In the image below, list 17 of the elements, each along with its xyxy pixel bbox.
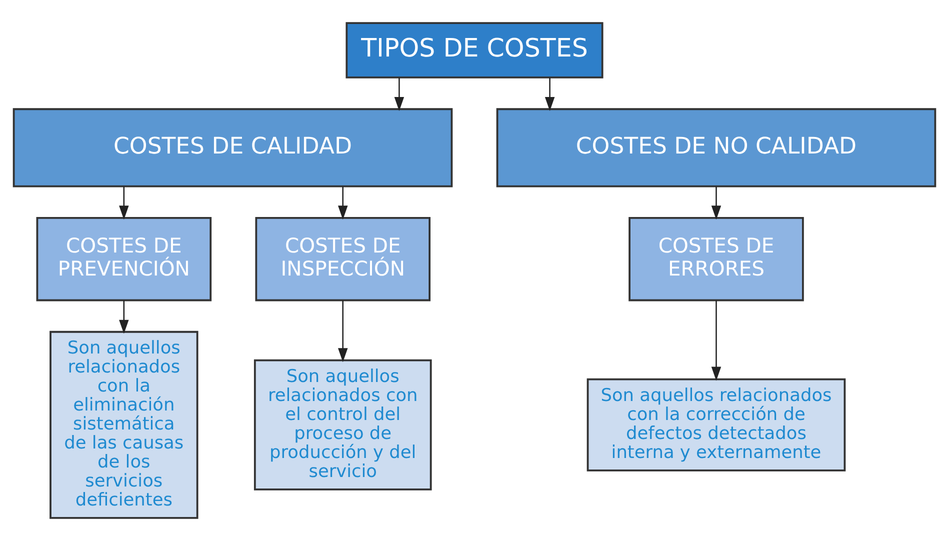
- arrow: [338, 186, 348, 220]
- arrow: [711, 186, 722, 220]
- node-box: Son aquellos relacionados con la eliminación sistemática de las causas de los servicios deficientes: [50, 330, 198, 519]
- node-box: TIPOS DE COSTES: [346, 22, 604, 78]
- arrow: [119, 300, 129, 334]
- node-box: COSTES DE INSPECCIÓN: [255, 217, 431, 302]
- node-box: COSTES DE PREVENCIÓN: [36, 217, 212, 302]
- node-box: Son aquellos relacionados con el control del proceso de producción y del servicio: [254, 359, 432, 490]
- arrow: [544, 78, 555, 111]
- node-box: COSTES DE CALIDAD: [12, 108, 453, 188]
- node-box: Son aquellos relacionados con la corrección de defectos detectados interna y externamente: [586, 378, 846, 472]
- node-box: COSTES DE NO CALIDAD: [496, 108, 936, 188]
- node-box: COSTES DE ERRORES: [628, 217, 804, 302]
- arrow: [119, 186, 129, 220]
- arrow: [338, 300, 348, 362]
- arrow: [394, 78, 404, 111]
- arrow: [711, 300, 722, 381]
